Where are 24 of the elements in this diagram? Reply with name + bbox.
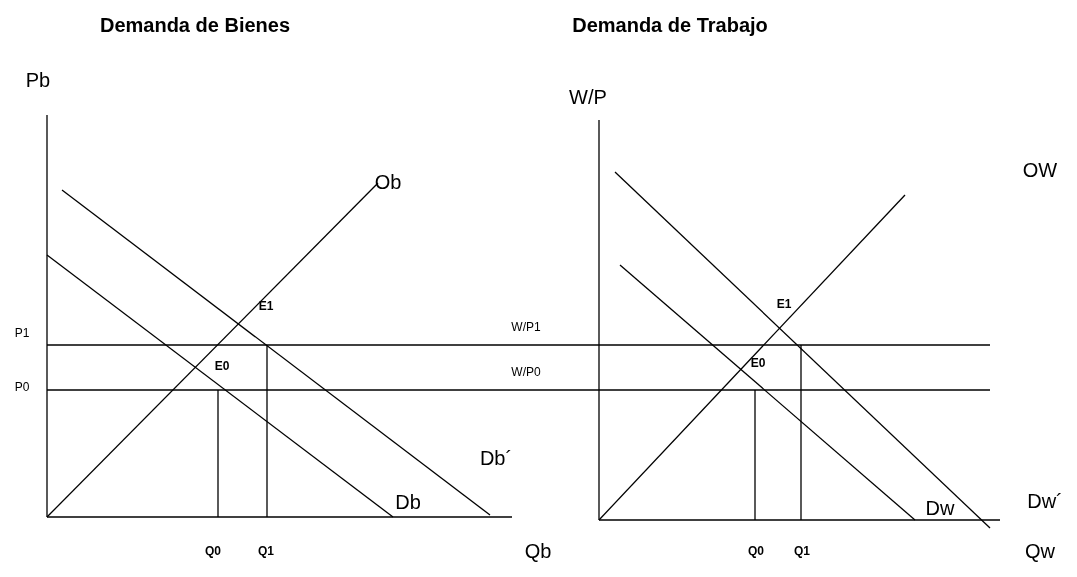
axis-tick-label: Q1 [794,545,810,557]
axis-tick-label: Q0 [748,545,764,557]
curve-label: Ob [374,172,402,192]
axis-tick-label: Q0 [205,545,221,557]
panel-title: Demanda de Trabajo [572,15,768,35]
axis-label: Qb [524,541,552,561]
panel-title: Demanda de Bienes [99,15,291,35]
point-label: E0 [214,360,230,372]
axis-tick-label: P0 [14,381,30,393]
axis-tick-label: W/P1 [511,321,541,333]
axis-tick-label: P1 [14,327,30,339]
curve-label: OW [1022,160,1058,180]
curve-label: Db [395,492,421,512]
axis-label: Qw [1025,541,1055,561]
curve-label: Dw´ [1027,491,1063,511]
axis-tick-label: W/P0 [511,366,541,378]
point-label: E1 [776,298,792,310]
point-label: E1 [258,300,274,312]
curve-label: Dw [925,498,955,518]
axis-label: Pb [25,70,51,90]
axis-tick-label: Q1 [258,545,274,557]
curve-label: Db´ [479,448,513,468]
axis-label: W/P [569,87,607,107]
point-label: E0 [750,357,766,369]
